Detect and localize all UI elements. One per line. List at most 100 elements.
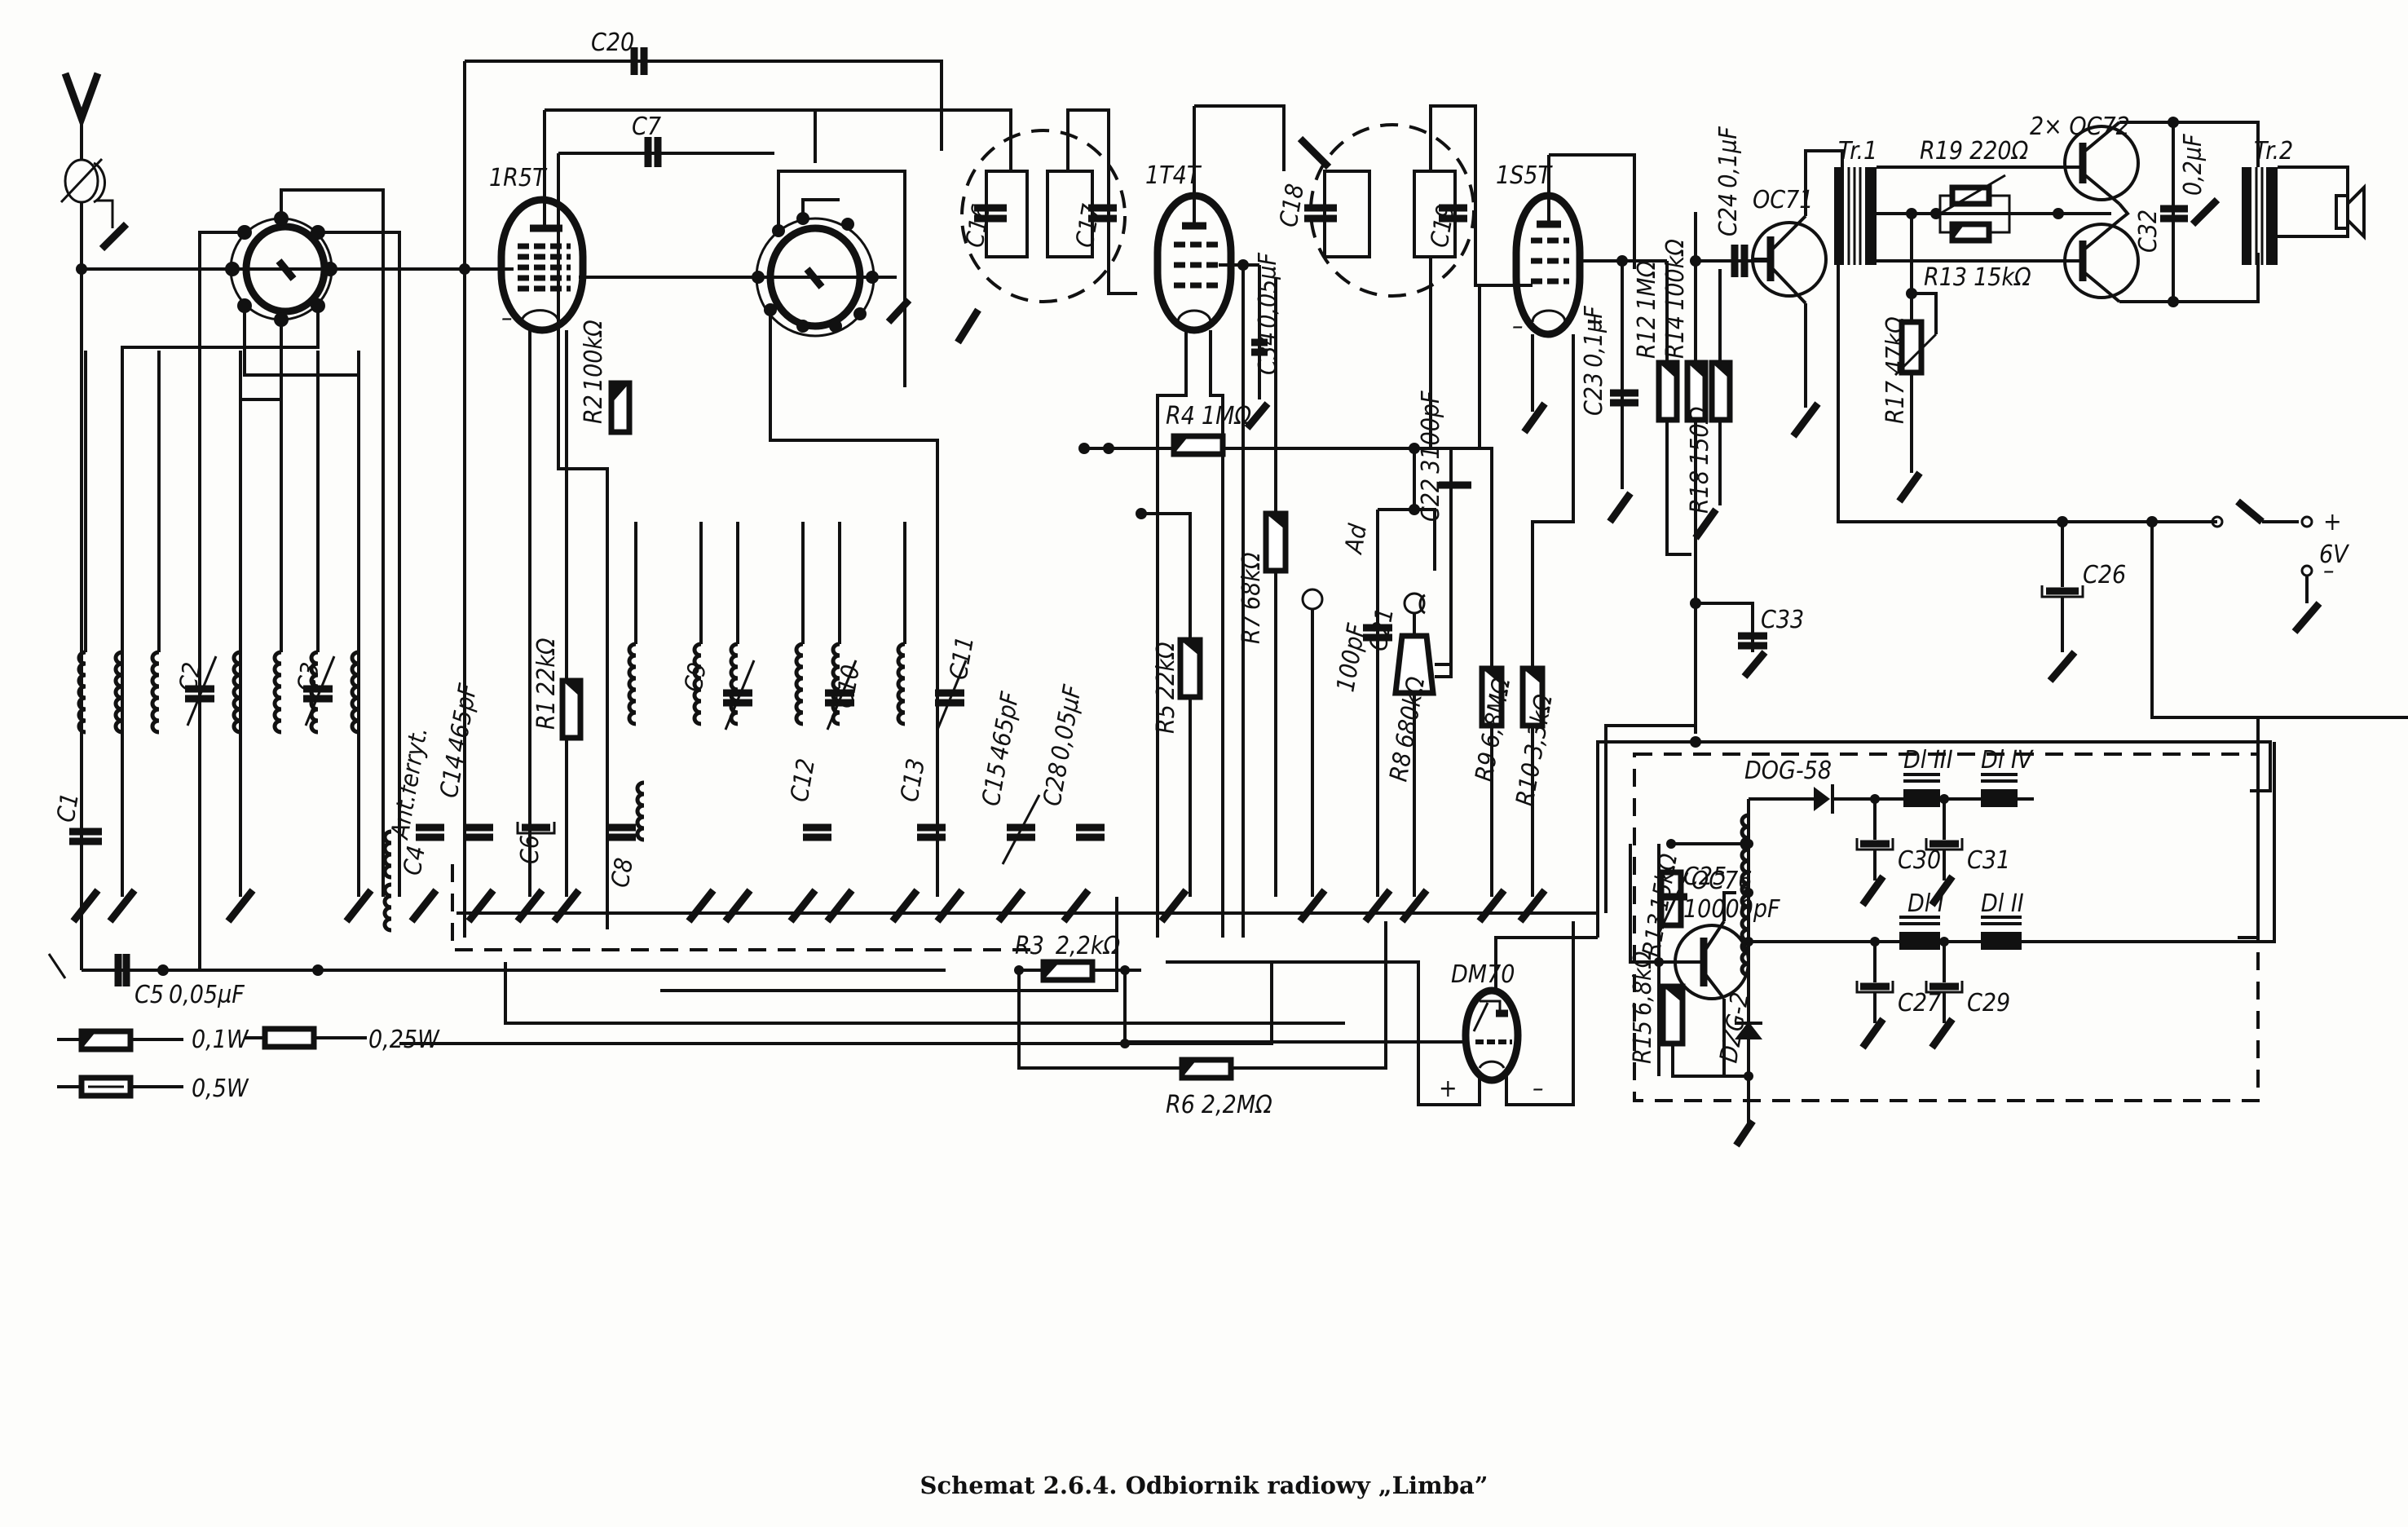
capacitor-c31: C31 <box>1925 794 2010 907</box>
svg-text:R96,8MΩ: R96,8MΩ <box>1470 675 1516 783</box>
svg-text:C2: C2 <box>174 660 207 695</box>
svg-text:R156,8kΩ: R156,8kΩ <box>1629 951 1657 1064</box>
svg-text:100pF: 100pF <box>1331 621 1371 694</box>
transformer-tr1: Tr.1 <box>1834 137 1877 265</box>
power-switch[interactable]: + 6V – <box>1838 498 2350 634</box>
svg-text:Tr.1: Tr.1 <box>1838 137 1877 165</box>
svg-text:–: – <box>1533 1075 1544 1103</box>
dc-converter-module: OC76 R1315kΩ C25 10000pF R156,8kΩ DOG-58 <box>1596 717 2272 1148</box>
svg-text:R32,2kΩ: R32,2kΩ <box>1015 932 1120 960</box>
if-coil <box>729 642 739 726</box>
resistor-r2: R2100kΩ <box>580 320 633 435</box>
svg-text:+: + <box>2323 508 2342 536</box>
svg-text:R8680kΩ: R8680kΩ <box>1384 674 1431 783</box>
svg-text:C25: C25 <box>1683 863 1727 891</box>
ground-symbols <box>70 888 1548 924</box>
speaker <box>2278 165 2366 241</box>
svg-text:+: + <box>1585 308 1604 337</box>
rf-coil <box>232 650 241 735</box>
converter-transformer-coil <box>1740 813 1749 978</box>
svg-text:C4: C4 <box>398 844 431 878</box>
if-coil <box>896 642 906 726</box>
svg-text:C18: C18 <box>1274 182 1310 229</box>
ferrite-antenna-coil <box>382 829 392 880</box>
svg-text:10000pF: 10000pF <box>1683 895 1780 924</box>
tube-label-1r5t: 1R5T <box>489 164 548 192</box>
choke-dl-ii: Dl II <box>1981 889 2024 950</box>
legend-resistor-0.1w: 0,1W <box>57 1026 249 1054</box>
svg-text:C8: C8 <box>606 856 639 890</box>
svg-text:0,25W: 0,25W <box>368 1026 440 1054</box>
svg-text:C15465pF: C15465pF <box>977 690 1025 809</box>
capacitor-c23: C230,1µF <box>1580 261 1638 524</box>
svg-text:R103,3kΩ: R103,3kΩ <box>1511 692 1559 809</box>
resistor-r16: R18150Ω <box>1686 269 1733 541</box>
svg-text:Dl II: Dl II <box>1981 889 2024 918</box>
ferrite-antenna-coil <box>382 882 392 933</box>
if-transformer-2: C18 C19 <box>1274 123 1475 298</box>
svg-text:C29: C29 <box>1967 989 2010 1017</box>
svg-text:Dl III: Dl III <box>1903 746 1953 775</box>
svg-text:C1: C1 <box>51 791 85 825</box>
svg-text:C13: C13 <box>895 757 931 804</box>
svg-text:C17: C17 <box>1070 202 1106 249</box>
rf-coil <box>350 650 359 735</box>
svg-text:C11: C11 <box>944 634 980 682</box>
svg-text:–: – <box>1512 312 1524 341</box>
figure-caption: Schemat 2.6.4. Odbiornik radiowy „Limba” <box>920 1472 1488 1499</box>
capacitor-c15: C15465pF <box>977 690 1041 865</box>
if-coil <box>627 642 637 726</box>
capacitor-c1: C1 <box>51 791 102 845</box>
resistor-r17: R1747kΩ <box>1881 214 1938 504</box>
svg-text:C50,05µF: C50,05µF <box>135 981 245 1009</box>
svg-text:OC71: OC71 <box>1753 186 1813 214</box>
svg-text:–: – <box>501 304 513 333</box>
transistor-oc71: OC71 <box>1751 186 1828 305</box>
oscillator-coil <box>635 780 645 842</box>
svg-text:C3: C3 <box>292 660 325 695</box>
rf-coil <box>272 650 282 735</box>
svg-text:2× OC72: 2× OC72 <box>2030 113 2130 141</box>
antenna <box>60 72 130 970</box>
svg-text:–: – <box>2323 557 2335 585</box>
svg-text:R2100kΩ: R2100kΩ <box>580 320 608 424</box>
capacitor-c6: C6 <box>516 822 556 864</box>
svg-text:C31: C31 <box>1967 846 2010 875</box>
capacitor-c34: C340,05µF <box>1244 253 1282 430</box>
svg-text:C340,05µF: C340,05µF <box>1254 253 1282 375</box>
capacitor-c30: C30 <box>1855 794 1941 907</box>
tube-1t4t: 1T4T <box>1145 106 1235 334</box>
rf-coil-bank <box>77 351 968 933</box>
volume-potentiometer-r8: C21 R8680kΩ <box>1364 448 1453 897</box>
svg-text:0,2µF: 0,2µF <box>2179 134 2207 196</box>
resistor-r9: R96,8MΩ <box>1451 447 1516 897</box>
svg-text:R1747kΩ: R1747kΩ <box>1881 316 1910 424</box>
svg-text:0,5W: 0,5W <box>192 1075 249 1103</box>
capacitor-c27: C27 <box>1855 937 1941 1050</box>
capacitor-c8: C8 <box>606 823 639 890</box>
svg-text:C6: C6 <box>516 835 545 864</box>
capacitor-c32: C32 0,2µF <box>2134 122 2207 302</box>
svg-text:1T4T: 1T4T <box>1145 161 1202 190</box>
svg-text:Ad: Ad <box>1339 521 1373 557</box>
svg-text:C26: C26 <box>2083 561 2126 589</box>
svg-text:C27: C27 <box>1898 989 1941 1017</box>
svg-text:C240,1µF: C240,1µF <box>1714 126 1743 236</box>
svg-text:C7: C7 <box>632 113 661 141</box>
svg-text:R121MΩ: R121MΩ <box>1633 260 1661 359</box>
tube-1s5t: 1S5T – + <box>1496 155 1604 341</box>
svg-text:R62,2MΩ: R62,2MΩ <box>1166 1091 1272 1119</box>
svg-text:R14100kΩ: R14100kΩ <box>1661 239 1690 359</box>
svg-text:C20: C20 <box>591 29 634 57</box>
capacitor-c100pf: 100pF Ad <box>1331 510 1392 897</box>
svg-text:R768kΩ: R768kΩ <box>1237 552 1266 644</box>
if-coil <box>794 642 804 726</box>
tube-dm70: DM70 + – <box>1439 960 1544 1103</box>
resistor-r10: R103,3kΩ <box>1511 522 1559 897</box>
